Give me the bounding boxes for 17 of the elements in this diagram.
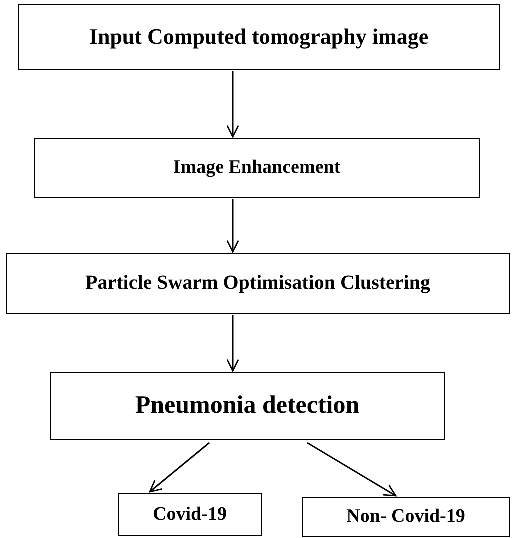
box-label: Covid-19 [153, 504, 227, 526]
box-label: Particle Swarm Optimisation Clustering [86, 272, 430, 295]
process-box [6, 253, 510, 314]
box-label: Input Computed tomography image [89, 24, 429, 50]
arrow [226, 71, 240, 138]
arrow [226, 199, 240, 253]
arrow [307, 442, 397, 497]
arrow [226, 315, 240, 372]
process-box [50, 372, 445, 440]
box-label: Non- Covid-19 [346, 506, 466, 528]
arrow [149, 442, 210, 493]
box-label: Pneumonia detection [135, 392, 360, 420]
process-box [118, 493, 262, 536]
process-box [302, 497, 510, 537]
box-label: Image Enhancement [173, 157, 341, 179]
process-box [18, 4, 500, 70]
process-box [34, 138, 480, 198]
